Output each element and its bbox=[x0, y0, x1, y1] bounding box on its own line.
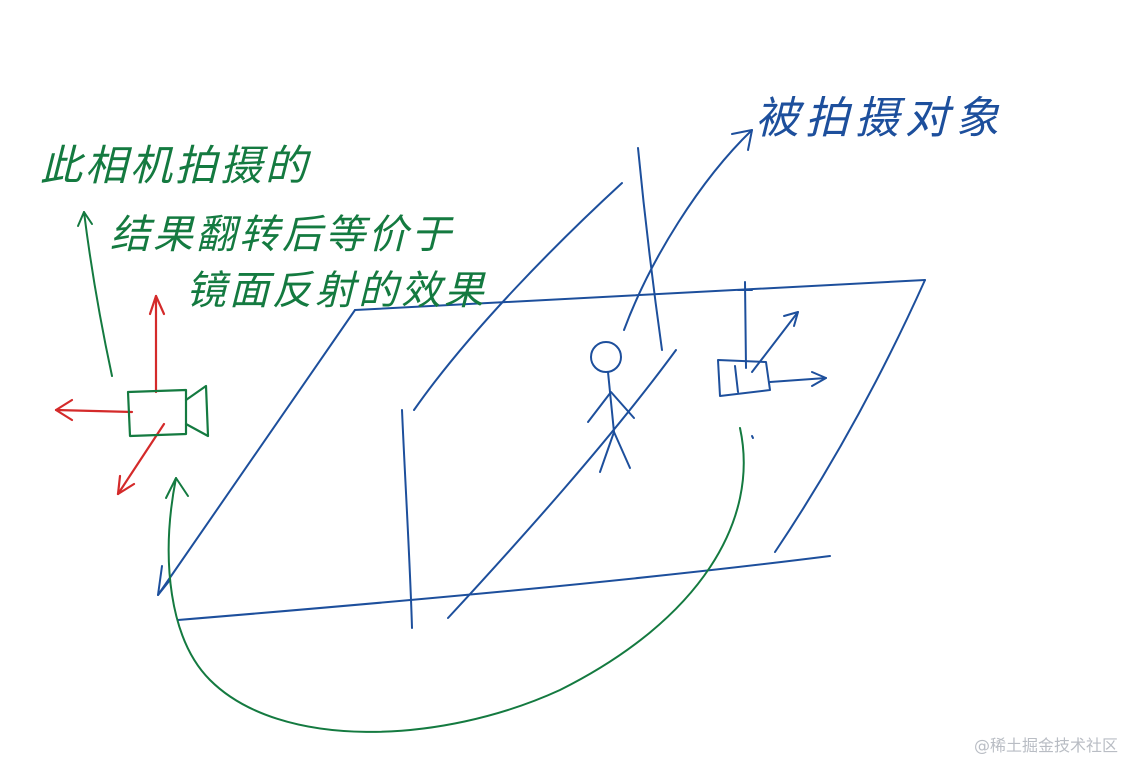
plane-left-edge bbox=[157, 309, 356, 596]
subject-pointer-arrow bbox=[623, 129, 753, 331]
plane-bottom-edge bbox=[177, 555, 831, 621]
gizmo-dot bbox=[751, 435, 754, 439]
gizmo-right-axis bbox=[769, 377, 827, 383]
projection-frame bbox=[401, 147, 677, 629]
camera-axes bbox=[54, 294, 166, 496]
stick-figure-legs bbox=[599, 431, 631, 473]
plane-top-edge bbox=[354, 279, 926, 311]
reflection-loop-arrow bbox=[167, 427, 745, 733]
camera-body bbox=[126, 388, 188, 438]
camera-icon bbox=[126, 384, 210, 438]
camera-up-arrowhead bbox=[148, 294, 166, 316]
gizmo-box bbox=[717, 359, 771, 397]
camera-lens bbox=[184, 384, 210, 438]
watermark: @稀土掘金技术社区 bbox=[973, 736, 1118, 755]
frame-right-vertical bbox=[637, 147, 663, 351]
camera-note-line2: 结果翻转后等价于 bbox=[110, 212, 454, 258]
camera-left-axis bbox=[54, 408, 134, 414]
camera-note-line3: 镜面反射的效果 bbox=[186, 268, 487, 314]
frame-lower-diagonal bbox=[447, 349, 677, 619]
gizmo-up-axis bbox=[744, 281, 747, 369]
stick-figure-head bbox=[590, 341, 622, 373]
mirror-plane bbox=[157, 279, 926, 621]
stick-figure-body bbox=[607, 371, 615, 433]
reflected-camera-gizmo bbox=[717, 281, 827, 439]
subject-label: 被拍摄对象 bbox=[755, 93, 1005, 144]
frame-upper-diagonal bbox=[413, 182, 623, 411]
camera-forward-arrowhead bbox=[116, 474, 136, 496]
plane-arrow-tip bbox=[157, 565, 171, 596]
frame-left-vertical bbox=[401, 409, 413, 629]
gizmo-right-arrowhead bbox=[811, 371, 827, 387]
gizmo-diagonal-arrowhead bbox=[783, 311, 799, 327]
plane-right-edge bbox=[774, 279, 926, 553]
camera-left-arrowhead bbox=[54, 398, 74, 422]
green-arrows bbox=[77, 211, 745, 733]
camera-to-label-arrow bbox=[83, 211, 113, 377]
stick-figure bbox=[587, 341, 635, 473]
camera-to-label-arrowhead bbox=[77, 211, 93, 227]
camera-note-line1: 此相机拍摄的 bbox=[40, 141, 311, 190]
gizmo-diagonal-axis bbox=[751, 311, 799, 373]
stick-figure-arms bbox=[587, 391, 635, 423]
reflection-loop-arrowhead bbox=[165, 477, 189, 499]
